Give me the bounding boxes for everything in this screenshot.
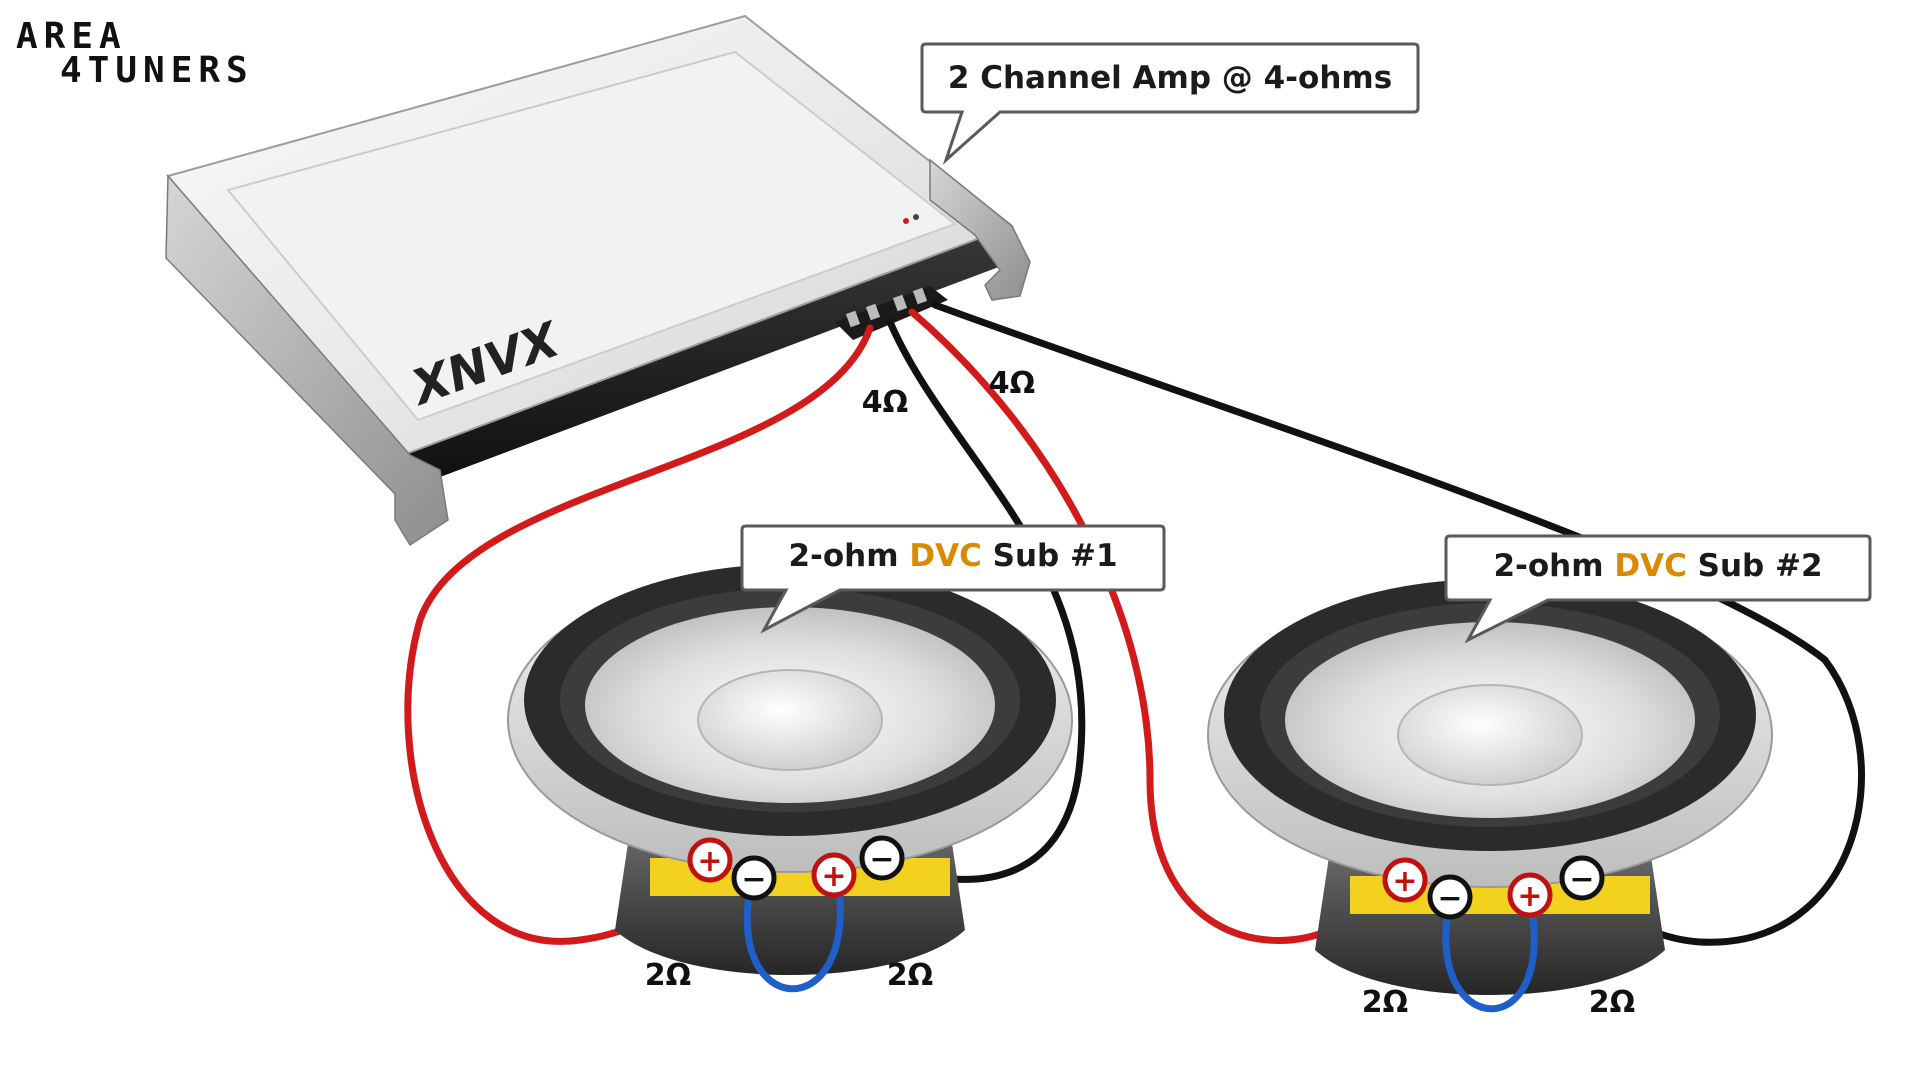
terminal-screw [845,310,861,328]
svg-text:+: + [821,859,846,894]
svg-text:−: − [1569,862,1594,897]
sub2-coil1-positive-terminal: + [1382,857,1428,903]
sub1-jumper-wire [743,879,844,993]
sub1-coil1-impedance: 2Ω [645,958,691,993]
terminal-screw [912,287,928,305]
sub2-coil2-negative-terminal: − [1559,855,1605,901]
brand-logo: AREA 4TUNERS [16,16,254,91]
ch1-load-label: 4Ω [862,385,908,420]
terminal-screw [892,294,908,312]
sub1-coil2-impedance: 2Ω [887,958,933,993]
protect-led [913,214,919,220]
amp-inner-panel [226,50,958,422]
sub1-dust-cap [697,669,883,771]
sub2-callout-bubble [1444,534,1872,644]
svg-text:−: − [1437,881,1462,916]
logo-line-2: 4TUNERS [60,50,254,91]
sub1-callout: 2-ohm DVC Sub #1 [740,524,1166,634]
sub2-callout: 2-ohm DVC Sub #2 [1444,534,1872,644]
sub1-coil1-positive-terminal: + [687,837,733,883]
subwoofer-2: + − + − 2Ω 2Ω [1207,579,1773,1020]
amplifier: XNVX [165,14,1031,547]
sub2-coil1-negative-terminal: − [1427,874,1473,920]
amp-right-endcap [929,158,1031,301]
ch2-load-label: 4Ω [989,366,1035,401]
logo-line-1: AREA [16,16,127,57]
svg-text:−: − [741,862,766,897]
amp-left-endcap [165,174,449,547]
ch2-negative-wire [931,301,1866,946]
sub2-callout-text: 2-ohm DVC Sub #2 [1493,548,1822,584]
sub2-coil2-positive-terminal: + [1507,872,1553,918]
power-led [903,218,909,224]
terminal-screw [865,303,881,321]
amp-callout: 2 Channel Amp @ 4-ohms [920,42,1420,165]
amp-callout-text: 2 Channel Amp @ 4-ohms [948,60,1392,96]
subwoofer-1: + − + − 2Ω 2Ω [507,564,1073,993]
sub2-dust-cap [1397,684,1583,786]
ch1-negative-wire [878,318,1086,883]
sub1-callout-bubble [740,524,1166,634]
sub1-coil2-positive-terminal: + [811,852,857,898]
svg-text:−: − [869,842,894,877]
sub2-jumper-wire [1442,899,1538,1013]
svg-text:+: + [1517,879,1542,914]
sub2-coil1-impedance: 2Ω [1362,985,1408,1020]
sub1-callout-text: 2-ohm DVC Sub #1 [788,538,1117,574]
svg-text:+: + [1392,864,1417,899]
amp-callout-bubble [920,42,1420,165]
sub1-coil2-negative-terminal: − [859,835,905,881]
sub2-coil2-impedance: 2Ω [1589,985,1635,1020]
svg-text:+: + [697,844,722,879]
sub1-coil1-negative-terminal: − [731,855,777,901]
